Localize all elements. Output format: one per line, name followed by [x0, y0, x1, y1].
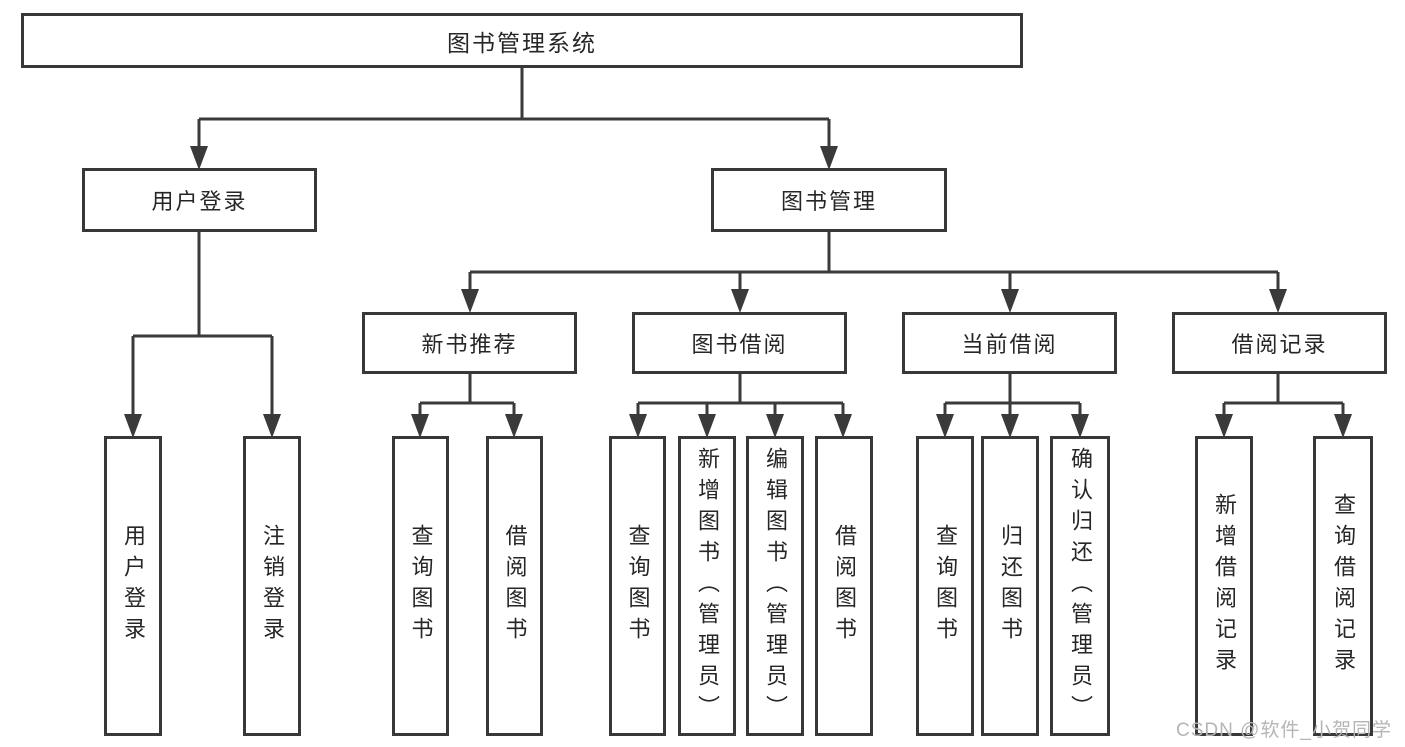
leaf-user-login: 用户登录 [104, 436, 162, 736]
node-book-management: 图书管理 [711, 168, 947, 232]
node-current-borrow: 当前借阅 [902, 312, 1117, 374]
leaf-return-book: 归还图书 [981, 436, 1039, 736]
leaf-query-borrow-record: 查询借阅记录 [1313, 436, 1373, 736]
leaf-query-books-current: 查询图书 [916, 436, 974, 736]
node-book-borrow: 图书借阅 [632, 312, 847, 374]
leaf-add-book-admin: 新增图书（管理员） [678, 436, 736, 736]
node-user-login: 用户登录 [82, 168, 317, 232]
csdn-watermark: CSDN @软件_小贺同学 [1176, 720, 1392, 741]
leaf-logout: 注销登录 [243, 436, 301, 736]
leaf-confirm-return-admin: 确认归还（管理员） [1050, 436, 1110, 736]
leaf-query-books-borrow: 查询图书 [609, 436, 666, 736]
node-root-system: 图书管理系统 [21, 13, 1023, 68]
leaf-query-books-recommend: 查询图书 [392, 436, 449, 736]
leaf-borrow-books-recommend: 借阅图书 [486, 436, 543, 736]
node-borrow-records: 借阅记录 [1172, 312, 1387, 374]
leaf-edit-book-admin: 编辑图书（管理员） [746, 436, 804, 736]
leaf-add-borrow-record: 新增借阅记录 [1195, 436, 1253, 736]
node-new-book-recommend: 新书推荐 [362, 312, 577, 374]
leaf-borrow-books-2: 借阅图书 [815, 436, 873, 736]
